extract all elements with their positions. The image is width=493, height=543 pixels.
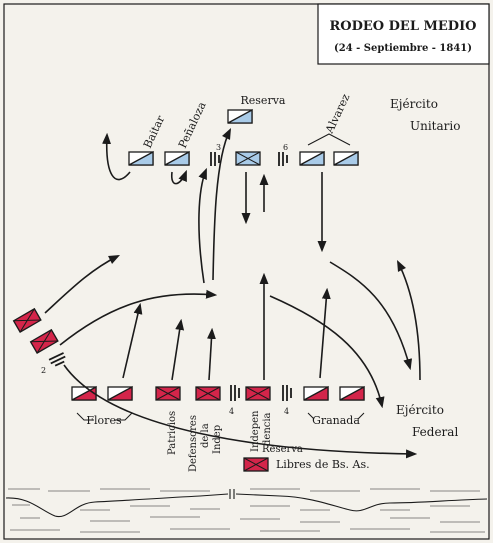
unitario-reserva-unit (227, 108, 253, 124)
federal-gun-4a-label: 4 (229, 407, 234, 416)
alvarez-label: Alvarez (323, 92, 353, 136)
granada-bracket (307, 412, 365, 420)
unitario-gun-6-label: 6 (283, 143, 288, 152)
baitar-label: Baitar (141, 113, 168, 150)
flores-unit-left (71, 385, 97, 401)
army-unitario-line1: Ejército (390, 97, 438, 111)
army-federal-line2: Federal (412, 425, 458, 439)
terrain-river (5, 488, 488, 533)
flores-label: Flores (86, 414, 122, 427)
flores-bracket (76, 412, 133, 421)
penaloza-label: Peñaloza (176, 99, 209, 150)
unitario-gun-6 (278, 152, 288, 166)
unitario-gun-3 (210, 152, 220, 166)
federal-gun-4a (230, 385, 240, 401)
granada-label: Granada (312, 414, 360, 427)
alvarez-bracket (307, 133, 351, 146)
center-unit-crossed (235, 151, 261, 166)
federal-reserva-label: Reserva (262, 444, 303, 455)
federal-gun-4b (282, 385, 292, 401)
army-federal-line1: Ejército (396, 403, 444, 417)
patricios-unit (155, 386, 181, 401)
defensores-label-line2: de la (200, 423, 211, 448)
federal-left-unit-2 (29, 328, 59, 354)
army-unitario-line2: Unitario (410, 119, 460, 133)
federal-gun-2-label: 2 (41, 366, 46, 375)
alvarez-unit-right (333, 150, 359, 166)
libres-unit (243, 457, 269, 472)
granada-unit-left (303, 385, 329, 401)
defensores-label-line3: Indep (212, 425, 223, 454)
federal-gun-4b-label: 4 (284, 407, 289, 416)
libres-label: Libres de Bs. As. (276, 458, 370, 471)
baitar-unit (128, 150, 154, 166)
granada-unit-right (339, 385, 365, 401)
title-box: RODEO DEL MEDIO (24 - Septiembre - 1841) (317, 3, 490, 65)
defensores-label-line1: Defensores (188, 415, 199, 472)
unitario-reserva-label: Reserva (241, 94, 286, 107)
battle-date: (24 - Septiembre - 1841) (334, 43, 472, 54)
federal-gun-2 (48, 352, 66, 367)
independencia-label-line2: dencia (262, 412, 273, 446)
flores-unit-right (107, 385, 133, 401)
map-frame (3, 3, 490, 540)
penaloza-unit (164, 150, 190, 166)
unitario-gun-3-label: 3 (216, 143, 221, 152)
defensores-unit (195, 386, 221, 401)
federal-left-unit-1 (12, 307, 42, 333)
map-title: RODEO DEL MEDIO (330, 19, 477, 34)
movement-arrows (44, 127, 421, 459)
independencia-label-line1: Indepen (250, 410, 261, 452)
alvarez-unit-left (299, 150, 325, 166)
independencia-unit (245, 386, 271, 401)
patricios-label: Patricios (167, 411, 178, 455)
